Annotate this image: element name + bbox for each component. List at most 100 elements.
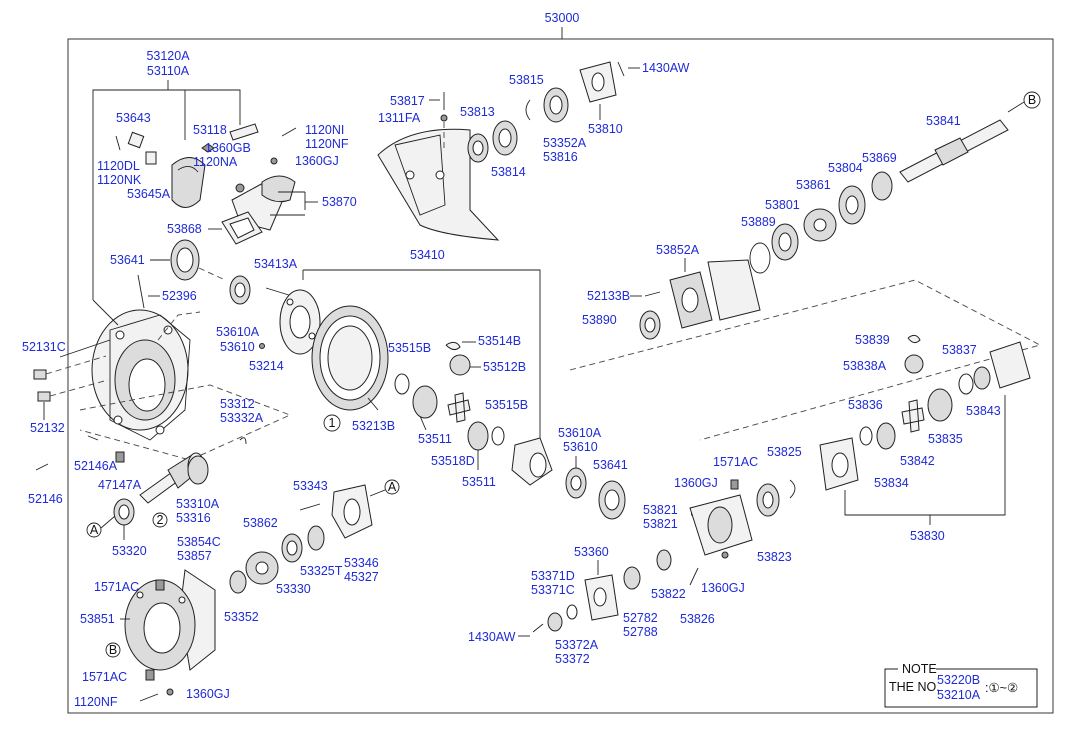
label-53120A[interactable]: 53120A: [146, 49, 190, 63]
label-53645A[interactable]: 53645A: [127, 187, 171, 201]
label-53843[interactable]: 53843: [966, 404, 1001, 418]
label-53852A[interactable]: 53852A: [656, 243, 700, 257]
label-52133B[interactable]: 52133B: [587, 289, 630, 303]
label-1571AC-a[interactable]: 1571AC: [94, 580, 139, 594]
label-53842[interactable]: 53842: [900, 454, 935, 468]
label-53834[interactable]: 53834: [874, 476, 909, 490]
label-53643[interactable]: 53643: [116, 111, 151, 125]
label-52131C[interactable]: 52131C: [22, 340, 66, 354]
label-53861[interactable]: 53861: [796, 178, 831, 192]
label-53332A[interactable]: 53332A: [220, 411, 264, 425]
label-53825[interactable]: 53825: [767, 445, 802, 459]
label-53804[interactable]: 53804: [828, 161, 863, 175]
label-53325T[interactable]: 53325T: [300, 564, 343, 578]
label-53372[interactable]: 53372: [555, 652, 590, 666]
label-53515B-a[interactable]: 53515B: [388, 341, 431, 355]
label-53857[interactable]: 53857: [177, 549, 212, 563]
label-53514B[interactable]: 53514B: [478, 334, 521, 348]
label-53889[interactable]: 53889: [741, 215, 776, 229]
label-1430AW-top[interactable]: 1430AW: [642, 61, 690, 75]
label-53214[interactable]: 53214: [249, 359, 284, 373]
label-53822[interactable]: 53822: [651, 587, 686, 601]
label-53610A-left[interactable]: 53610A: [216, 325, 260, 339]
label-53817[interactable]: 53817: [390, 94, 425, 108]
label-53839[interactable]: 53839: [855, 333, 890, 347]
label-52396[interactable]: 52396: [162, 289, 197, 303]
label-53118[interactable]: 53118: [193, 123, 227, 137]
label-1120NK[interactable]: 1120NK: [97, 173, 142, 187]
label-53823[interactable]: 53823: [757, 550, 792, 564]
label-1571AC-c[interactable]: 1571AC: [713, 455, 758, 469]
label-1120NF-bot[interactable]: 1120NF: [74, 695, 118, 709]
label-53352-bot[interactable]: 53352: [224, 610, 259, 624]
label-53837[interactable]: 53837: [942, 343, 977, 357]
label-53815[interactable]: 53815: [509, 73, 544, 87]
label-1120NF-top[interactable]: 1120NF: [305, 137, 349, 151]
label-53310A[interactable]: 53310A: [176, 497, 220, 511]
label-53320[interactable]: 53320: [112, 544, 147, 558]
label-52788[interactable]: 52788: [623, 625, 658, 639]
label-53814[interactable]: 53814: [491, 165, 526, 179]
label-53110A[interactable]: 53110A: [147, 64, 190, 78]
label-1360GJ-r[interactable]: 1360GJ: [701, 581, 745, 595]
label-53835[interactable]: 53835: [928, 432, 963, 446]
label-53371D[interactable]: 53371D: [531, 569, 575, 583]
label-53610A-mid[interactable]: 53610A: [558, 426, 602, 440]
label-53830[interactable]: 53830: [910, 529, 945, 543]
label-53854C[interactable]: 53854C: [177, 535, 221, 549]
label-53410[interactable]: 53410: [410, 248, 445, 262]
label-53821a[interactable]: 53821: [643, 503, 678, 517]
label-53869[interactable]: 53869: [862, 151, 897, 165]
label-53312[interactable]: 53312: [220, 397, 255, 411]
label-1360GJ-top[interactable]: 1360GJ: [295, 154, 339, 168]
label-1360GJ-bot[interactable]: 1360GJ: [186, 687, 230, 701]
label-53816[interactable]: 53816: [543, 150, 578, 164]
label-53213B[interactable]: 53213B: [352, 419, 395, 433]
label-53372A[interactable]: 53372A: [555, 638, 599, 652]
label-53352A[interactable]: 53352A: [543, 136, 587, 150]
label-53851[interactable]: 53851: [80, 612, 115, 626]
label-53801[interactable]: 53801: [765, 198, 800, 212]
label-53641-mid[interactable]: 53641: [593, 458, 628, 472]
label-53810[interactable]: 53810: [588, 122, 623, 136]
label-53821b[interactable]: 53821: [643, 517, 678, 531]
label-1360GB[interactable]: 1360GB: [205, 141, 251, 155]
label-53610-left[interactable]: 53610: [220, 340, 255, 354]
label-1360GJ-mid[interactable]: 1360GJ: [674, 476, 718, 490]
assembly-number[interactable]: 53000: [545, 11, 580, 25]
label-53641-left[interactable]: 53641: [110, 253, 145, 267]
label-1120NI[interactable]: 1120NI: [305, 123, 344, 137]
note-code-1[interactable]: 53220B: [937, 673, 980, 687]
label-47147A[interactable]: 47147A: [98, 478, 142, 492]
label-52146A[interactable]: 52146A: [74, 459, 118, 473]
label-53346[interactable]: 53346: [344, 556, 379, 570]
note-code-2[interactable]: 53210A: [937, 688, 981, 702]
label-53838A[interactable]: 53838A: [843, 359, 887, 373]
label-53515B-b[interactable]: 53515B: [485, 398, 528, 412]
label-1571AC-b[interactable]: 1571AC: [82, 670, 127, 684]
label-53518D[interactable]: 53518D: [431, 454, 475, 468]
label-52132[interactable]: 52132: [30, 421, 65, 435]
label-53371C[interactable]: 53371C: [531, 583, 575, 597]
label-53413A[interactable]: 53413A: [254, 257, 298, 271]
label-53870[interactable]: 53870: [322, 195, 357, 209]
label-45327[interactable]: 45327: [344, 570, 379, 584]
label-53841[interactable]: 53841: [926, 114, 961, 128]
label-53512B[interactable]: 53512B: [483, 360, 526, 374]
label-1311FA[interactable]: 1311FA: [378, 111, 421, 125]
label-53511-a[interactable]: 53511: [418, 432, 452, 446]
label-53836[interactable]: 53836: [848, 398, 883, 412]
label-52146[interactable]: 52146: [28, 492, 63, 506]
label-53890[interactable]: 53890: [582, 313, 617, 327]
label-53316[interactable]: 53316: [176, 511, 211, 525]
label-52782[interactable]: 52782: [623, 611, 658, 625]
label-53343[interactable]: 53343: [293, 479, 328, 493]
label-53868[interactable]: 53868: [167, 222, 202, 236]
label-53511-b[interactable]: 53511: [462, 475, 496, 489]
label-53360[interactable]: 53360: [574, 545, 609, 559]
label-53826[interactable]: 53826: [680, 612, 715, 626]
label-1430AW-bot[interactable]: 1430AW: [468, 630, 516, 644]
label-53813[interactable]: 53813: [460, 105, 495, 119]
label-53610-mid[interactable]: 53610: [563, 440, 598, 454]
label-1120NA[interactable]: 1120NA: [193, 155, 238, 169]
